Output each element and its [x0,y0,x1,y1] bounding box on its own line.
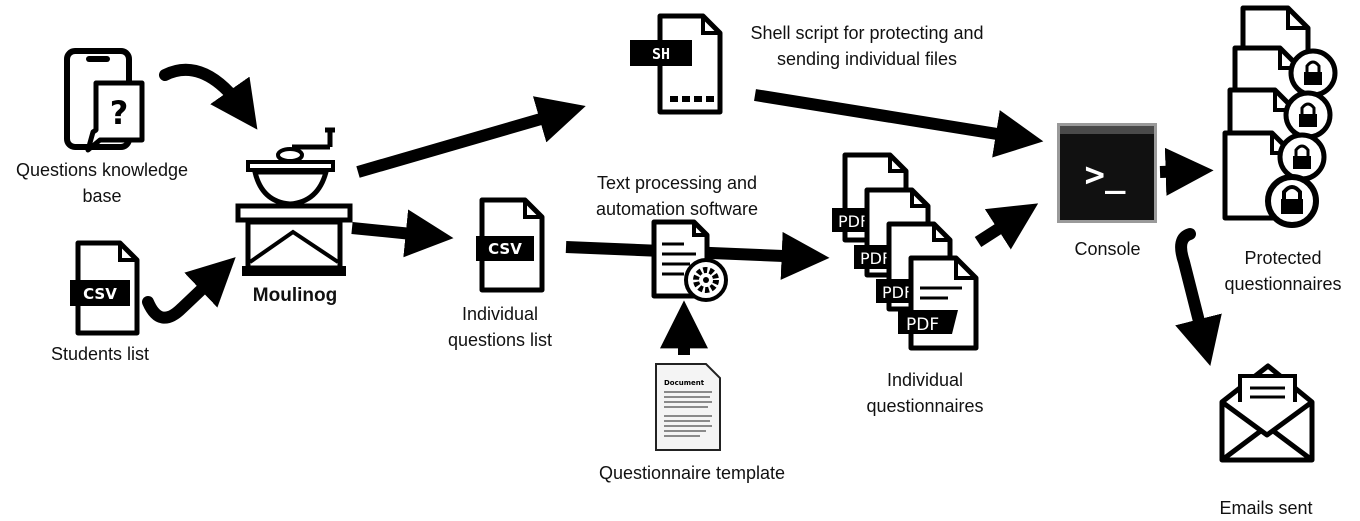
phone-question-icon: ? [64,48,145,153]
label-moulinog: Moulinog [252,285,338,306]
csv-file-icon: CSV [70,240,140,336]
arrow-moulinog-to-shell [356,96,586,178]
arrow-knowledge-to-moulinog [159,63,258,130]
envelope-icon [1219,363,1315,463]
svg-text:?: ? [110,94,129,132]
arrow-console-to-emails [1175,228,1222,366]
label-console: Console [1074,239,1141,259]
arrow-shell-to-console [754,89,1044,158]
svg-text:>_: >_ [1085,155,1126,195]
label-shell-script: Shell script for protecting and sending … [750,23,984,69]
svg-text:PDF: PDF [860,249,891,268]
svg-text:CSV: CSV [488,240,522,258]
label-individual-questionnaires: Individual questionnaires [866,370,984,416]
sh-file-icon: SH [630,13,723,115]
svg-text:PDF: PDF [838,212,869,231]
label-protected-questionnaires: Protected questionnaires [1224,248,1342,294]
svg-text:SH: SH [652,45,670,63]
svg-text:Document: Document [664,379,705,387]
console-icon: >_ [1057,123,1157,223]
arrow-moulinog-to-csv [351,209,454,258]
label-questionnaire-template: Questionnaire template [598,463,786,483]
arrow-console-to-protected [1159,147,1214,196]
csv-file-icon: CSV [476,197,545,293]
label-text-processing: Text processing and automation software [595,173,759,219]
svg-text:CSV: CSV [83,285,117,303]
label-knowledge-base: Questions knowledge base [15,160,189,206]
document-gear-icon [651,219,728,302]
arrow-pdfs-to-console [974,203,1039,250]
coffee-grinder-icon [235,127,353,276]
svg-text:PDF: PDF [906,315,939,335]
label-individual-questions-list: Individual questions list [447,304,553,350]
svg-text:PDF: PDF [882,283,913,302]
arrow-students-to-moulinog [142,257,236,324]
pdf-stack-icon: PDF PDF PDF PDF [832,152,979,351]
label-students-list: Students list [50,344,150,364]
label-emails-sent: Emails sent [1219,498,1313,518]
document-template-icon: Document [655,363,721,451]
locked-files-icon [1222,5,1338,228]
